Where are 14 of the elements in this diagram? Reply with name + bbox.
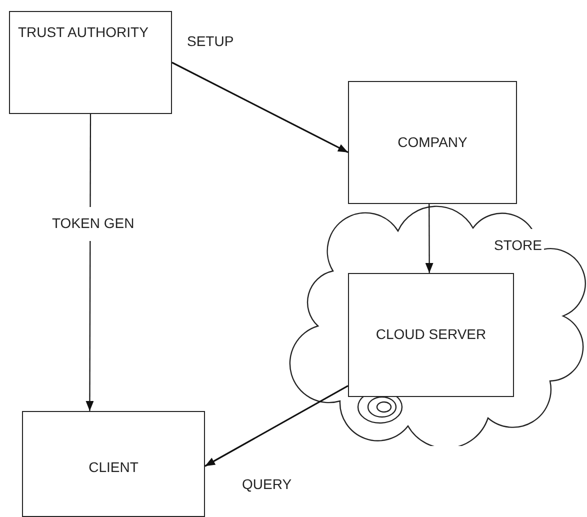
arrow <box>172 62 348 154</box>
arrow <box>86 114 94 411</box>
process-box <box>348 81 517 204</box>
process-box <box>22 411 205 517</box>
box-label: CLIENT <box>88 459 138 477</box>
edge-label: SETUP <box>187 33 234 50</box>
edge-label: TOKEN GEN <box>50 207 136 240</box>
edge-label: QUERY <box>242 476 292 494</box>
box-label: CLOUD SERVER <box>376 326 486 344</box>
box-label: COMPANY <box>398 134 468 152</box>
process-box <box>9 11 172 114</box>
box-label: TRUST AUTHORITY <box>18 24 148 42</box>
arrow <box>204 385 348 467</box>
process-box <box>348 273 514 397</box>
